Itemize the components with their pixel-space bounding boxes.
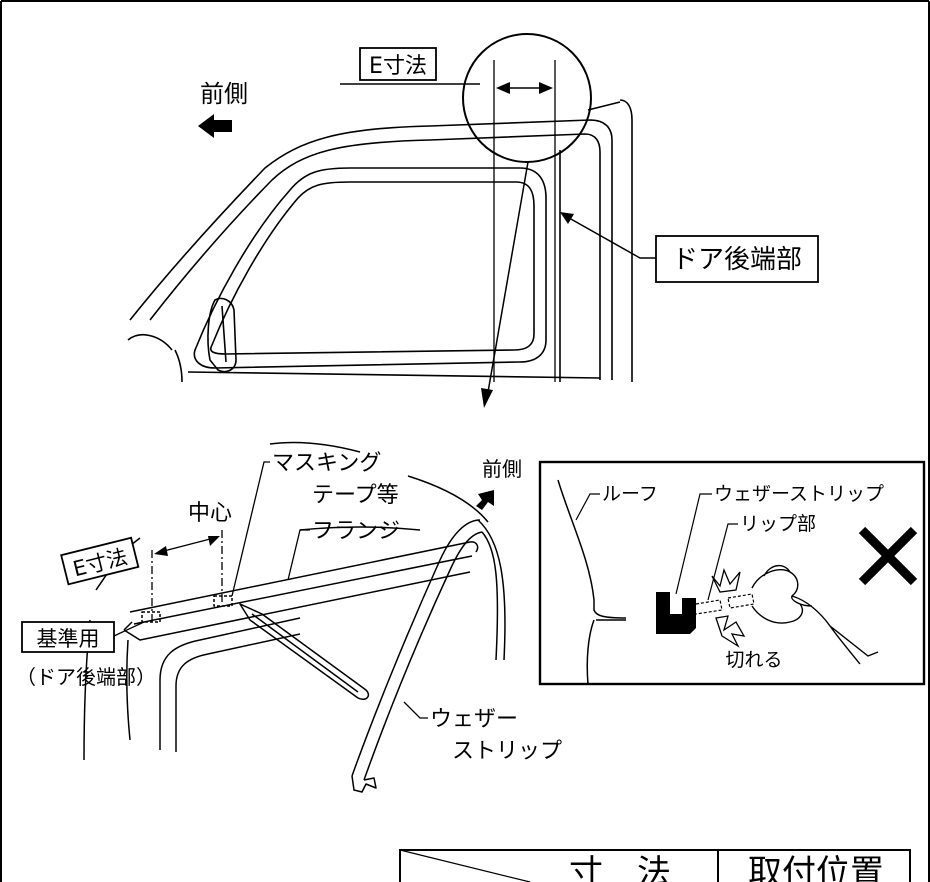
front-label-top: 前側 <box>200 80 248 108</box>
door-rear-edge-label: ドア後端部 <box>672 245 802 275</box>
e-dimension-callout-bottom: E寸法 <box>60 536 140 586</box>
prohibited-x-icon <box>858 526 918 586</box>
flange-callout: フランジ <box>287 519 400 581</box>
inset-roof-label: ルーフ <box>602 483 658 505</box>
weatherstrip-label-line1: ウェザー <box>430 707 518 732</box>
door-rear-edge-box <box>655 235 819 283</box>
e-dimension-box-bottom <box>60 536 140 586</box>
reference-box <box>21 621 115 653</box>
inset-lip-label: リップ部 <box>740 513 816 535</box>
warning-inset-frame <box>538 460 926 686</box>
break-burst-icon <box>711 567 741 593</box>
masking-tape-mark-left <box>141 611 161 623</box>
flange-label: フランジ <box>312 519 400 544</box>
inset-broken-label: 切れる <box>725 649 782 671</box>
front-indicator-bottom: 前側 <box>476 457 522 510</box>
left-arrow-icon <box>198 114 232 138</box>
reference-callout: 基準用 （ドア後端部） <box>16 621 156 689</box>
e-dimension-box-top <box>359 47 437 81</box>
front-indicator-top: 前側 <box>198 80 248 138</box>
weatherstrip-section <box>656 592 696 634</box>
cab-door-illustration <box>127 99 633 383</box>
warning-inset: ルーフ ウェザーストリップ リップ部 切れる <box>538 460 926 686</box>
e-dimension-callout-top: E寸法 <box>340 33 592 408</box>
weatherstrip-callout: ウェザー ストリップ <box>403 701 562 764</box>
detail-circle <box>462 33 592 163</box>
hand-icon <box>751 565 879 665</box>
door-rear-edge-callout: ドア後端部 <box>560 212 819 283</box>
roof-flange-illustration <box>83 441 506 793</box>
dimension-table: 寸 法 取付位置 <box>399 849 911 882</box>
table-header-position: 取付位置 <box>748 853 884 882</box>
reference-label: 基準用 <box>37 627 100 651</box>
masking-tape-callout: マスキング テープ等 <box>231 451 399 597</box>
masking-tape-mark-center <box>213 595 233 607</box>
diagonal-arrow-icon <box>476 490 494 510</box>
inset-weatherstrip-label: ウェザーストリップ <box>714 483 884 505</box>
break-burst-icon-lower <box>715 615 746 648</box>
masking-label-line1: マスキング <box>272 451 381 476</box>
dimension-table-frame <box>399 849 911 882</box>
door-rear-edge-paren: （ドア後端部） <box>16 665 156 689</box>
center-label: 中心 <box>188 501 232 526</box>
front-label-bottom: 前側 <box>482 457 522 481</box>
e-dimension-label-top: E寸法 <box>369 54 427 79</box>
table-header-dimension: 寸 法 <box>569 853 671 882</box>
down-arrow-head <box>481 388 493 408</box>
masking-label-line2: テープ等 <box>312 483 399 508</box>
weatherstrip-label-line2: ストリップ <box>452 739 562 764</box>
center-dimension: 中心 <box>151 501 232 622</box>
